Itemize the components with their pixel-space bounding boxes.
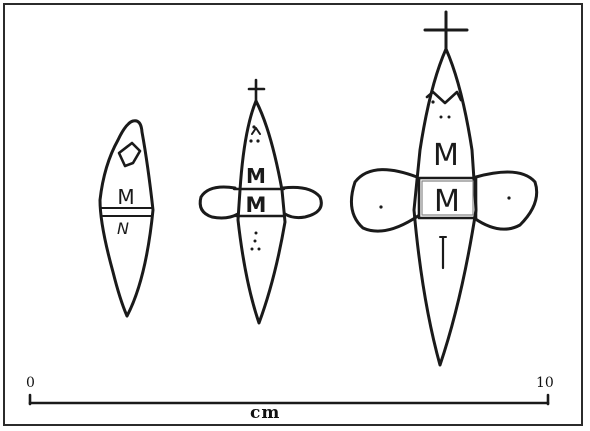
figure-frame	[3, 3, 583, 426]
small-fetish: M N	[98, 119, 155, 318]
small-fetish-symbol-2: N	[117, 219, 129, 238]
medium-fetish-dot	[256, 139, 260, 143]
large-fetish-symbol-2: M	[434, 184, 460, 219]
large-fetish-dot	[431, 100, 435, 104]
scale-bar	[28, 393, 550, 406]
small-fetish-outline	[98, 119, 155, 318]
medium-fetish-dot	[254, 231, 258, 235]
large-fetish-symbol-1: M	[433, 138, 459, 173]
large-fetish-right-arm	[472, 170, 539, 231]
large-fetish-dot	[379, 205, 383, 209]
large-fetish-box	[417, 176, 478, 220]
large-fetish-chevron	[425, 90, 463, 105]
scale-start-label: 0	[26, 375, 35, 391]
medium-fetish-dot	[257, 247, 261, 251]
scale-end-label: 10	[536, 375, 554, 391]
medium-fetish-outline	[236, 99, 287, 325]
medium-fetish-symbol-1: M	[246, 164, 266, 188]
large-fetish-box-inner	[421, 180, 474, 216]
scale-unit-label: cm	[250, 403, 281, 423]
medium-fetish-left-arm	[198, 185, 240, 220]
large-fetish: M M	[349, 10, 539, 367]
medium-fetish: M M	[198, 78, 323, 325]
medium-fetish-dot	[252, 125, 256, 129]
large-fetish-dot	[447, 115, 451, 119]
large-fetish-left-arm	[349, 168, 420, 233]
large-fetish-outline	[412, 47, 478, 367]
medium-fetish-dot	[249, 139, 253, 143]
medium-fetish-dot	[253, 239, 257, 243]
large-fetish-dot	[439, 115, 443, 119]
large-fetish-dot	[507, 196, 511, 200]
medium-fetish-right-arm	[281, 185, 323, 220]
medium-fetish-symbol-2: M	[246, 193, 267, 217]
small-fetish-chevron	[117, 141, 142, 168]
small-fetish-symbol-1: M	[117, 185, 134, 209]
medium-fetish-neck-mark	[251, 127, 261, 135]
medium-fetish-dot	[250, 247, 254, 251]
